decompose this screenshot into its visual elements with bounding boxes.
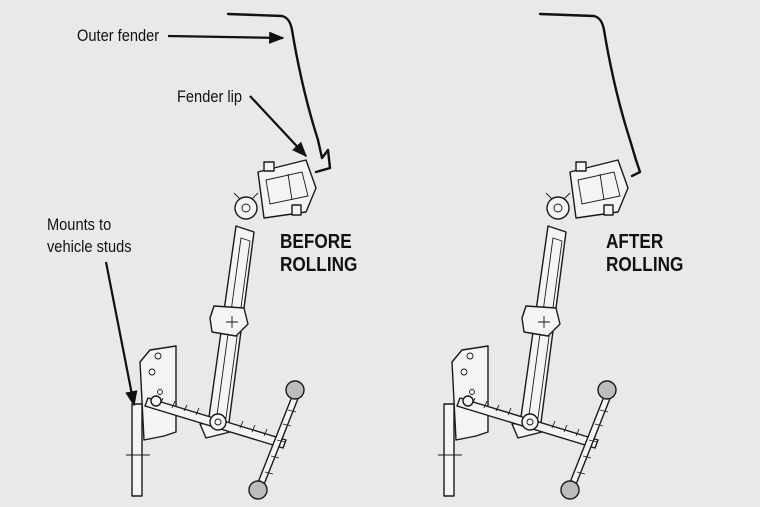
outer-fender-arrow bbox=[167, 31, 285, 44]
mounts-label-line2: vehicle studs bbox=[47, 237, 132, 256]
fender-roller-tool-right bbox=[437, 159, 629, 500]
fender-lip-arrow bbox=[249, 95, 308, 158]
outer-fender-right bbox=[538, 12, 642, 178]
before-title-line2: ROLLING bbox=[280, 254, 358, 276]
mounts-label-line1: Mounts to bbox=[47, 215, 112, 234]
outer-fender-left bbox=[226, 12, 332, 174]
mounts-arrow bbox=[104, 261, 138, 407]
fender-lip-label: Fender lip bbox=[177, 87, 243, 106]
outer-fender-label: Outer fender bbox=[77, 26, 160, 45]
before-title-line1: BEFORE bbox=[280, 231, 352, 253]
after-title-line2: ROLLING bbox=[606, 254, 684, 276]
fender-roller-tool-left bbox=[125, 159, 317, 500]
after-title-line1: AFTER bbox=[606, 231, 664, 253]
